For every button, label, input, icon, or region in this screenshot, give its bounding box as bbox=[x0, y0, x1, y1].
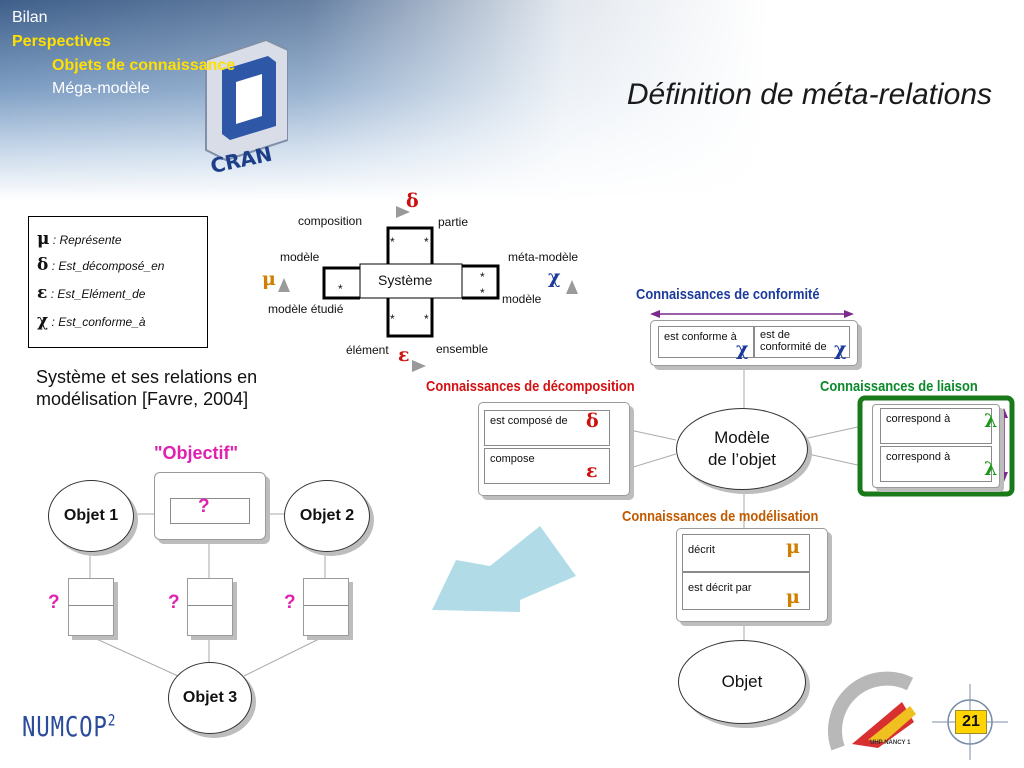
lambda-symbol-rel2: λ bbox=[984, 458, 998, 480]
mu-symbol: μ bbox=[37, 229, 50, 249]
uhp-seal-red bbox=[852, 702, 914, 748]
chi-symbol-rel2: χ bbox=[834, 338, 847, 360]
legend-delta-text: : Est_décomposé_en bbox=[51, 259, 165, 273]
chi-symbol-rel1: χ bbox=[736, 338, 749, 360]
decomposition-rel1-text: est composé de bbox=[490, 415, 568, 427]
star-left: * bbox=[338, 282, 343, 296]
epsilon-symbol-bottom: ε bbox=[398, 344, 410, 366]
legend-box: μ : Représente δ : Est_décomposé_en ε : … bbox=[28, 216, 208, 348]
decomposition-rel1[interactable]: est composé de bbox=[484, 410, 610, 446]
epsilon-symbol-rel2: ε bbox=[586, 460, 598, 482]
legend-mu: μ : Représente bbox=[37, 229, 122, 249]
liaison-rel1-text: correspond à bbox=[886, 413, 951, 425]
modelisation-rel1[interactable]: décrit bbox=[682, 534, 810, 572]
nav-item-bilan[interactable]: Bilan bbox=[12, 9, 48, 26]
modelisation-title: Connaissances de modélisation bbox=[622, 508, 819, 525]
delta-symbol-top: δ bbox=[406, 190, 419, 212]
nav-item-mega-modele[interactable]: Méga-modèle bbox=[52, 80, 150, 97]
legend-epsilon: ε : Est_Elément_de bbox=[37, 283, 145, 303]
systeme-label: Système bbox=[378, 272, 433, 288]
liaison-rel2[interactable]: correspond à bbox=[880, 446, 992, 482]
nav-item-perspectives[interactable]: Perspectives bbox=[12, 33, 111, 50]
question-2: ? bbox=[168, 592, 180, 613]
objet3-ellipse[interactable]: Objet 3 bbox=[168, 662, 252, 734]
objet-ellipse[interactable]: Objet bbox=[678, 640, 806, 724]
label-element: élément bbox=[346, 343, 389, 357]
liaison-title: Connaissances de liaison bbox=[820, 378, 978, 395]
epsilon-symbol: ε bbox=[37, 283, 48, 303]
relation-box-1 bbox=[68, 578, 114, 636]
star-right-bottom: * bbox=[480, 286, 485, 300]
decomposition-title: Connaissances de décomposition bbox=[426, 378, 635, 395]
numcop-logo-sup: 2 bbox=[107, 710, 117, 730]
uhp-seal-yellow bbox=[868, 706, 916, 742]
label-meta-modele: méta-modèle bbox=[508, 250, 579, 264]
conformite-rel1-text: est conforme à bbox=[664, 331, 737, 343]
modelisation-rel1-text: décrit bbox=[688, 544, 715, 556]
objet1-label: Objet 1 bbox=[63, 507, 119, 524]
label-composition: composition bbox=[298, 214, 363, 228]
numcop-logo-text: NUMCOP bbox=[22, 710, 108, 743]
star-top-left: * bbox=[390, 235, 395, 249]
objectif-cell bbox=[170, 498, 250, 524]
delta-symbol: δ bbox=[37, 255, 49, 275]
delta-symbol-rel1: δ bbox=[586, 410, 599, 432]
page-number: 21 bbox=[955, 710, 987, 734]
label-ensemble: ensemble bbox=[436, 342, 489, 356]
mu-symbol-left: μ bbox=[262, 268, 276, 290]
question-1: ? bbox=[48, 592, 60, 613]
star-bottom-left: * bbox=[390, 312, 395, 326]
legend-delta: δ : Est_décomposé_en bbox=[37, 255, 164, 275]
conformite-rel2-text: est de conformité de bbox=[760, 329, 827, 353]
uhp-seal-text: UHP NANCY 1 bbox=[870, 740, 911, 746]
mu-symbol-rel2: μ bbox=[786, 586, 800, 608]
nav-item-objets-connaissance[interactable]: Objets de connaissance bbox=[52, 57, 236, 74]
objet-label: Objet bbox=[721, 672, 763, 691]
question-3: ? bbox=[284, 592, 296, 613]
modele-objet-line2: de l’objet bbox=[707, 450, 777, 469]
lambda-symbol-rel1: λ bbox=[984, 410, 998, 432]
star-right-top: * bbox=[480, 270, 485, 284]
chi-symbol-right: χ bbox=[548, 266, 561, 288]
conformite-rel2[interactable]: est de conformité de bbox=[754, 326, 850, 358]
slide-title: Définition de méta-relations bbox=[626, 78, 992, 111]
relation-box-2 bbox=[187, 578, 233, 636]
modele-objet-line1: Modèle bbox=[714, 428, 770, 447]
objectif-question: ? bbox=[198, 496, 210, 517]
label-modele-right: modèle bbox=[502, 292, 542, 306]
objet2-label: Objet 2 bbox=[299, 507, 355, 524]
relation-box-3 bbox=[303, 578, 349, 636]
liaison-rel2-text: correspond à bbox=[886, 451, 951, 463]
liaison-rel1[interactable]: correspond à bbox=[880, 408, 992, 444]
modelisation-rel2-text: est décrit par bbox=[688, 582, 752, 594]
caption-text: Système et ses relations en modélisation… bbox=[36, 367, 258, 409]
legend-epsilon-text: : Est_Elément_de bbox=[50, 287, 146, 301]
legend-chi: χ : Est_conforme_à bbox=[37, 311, 146, 331]
modele-objet-label: Modèle de l’objet bbox=[708, 427, 776, 471]
decomposition-rel2-text: compose bbox=[490, 453, 535, 465]
mu-symbol-rel1: μ bbox=[786, 536, 800, 558]
objectif-label: "Objectif" bbox=[154, 443, 239, 463]
header-banner-fade bbox=[0, 0, 1024, 200]
objet3-label: Objet 3 bbox=[182, 689, 238, 706]
numcop-logo: NUMCOP2 bbox=[22, 710, 116, 743]
star-top-right: * bbox=[424, 235, 429, 249]
conformite-title: Connaissances de conformité bbox=[636, 286, 820, 303]
cran-logo: CRAN bbox=[205, 40, 288, 172]
decomposition-rel2[interactable]: compose bbox=[484, 448, 610, 484]
modele-objet-ellipse[interactable]: Modèle de l’objet bbox=[676, 408, 808, 490]
legend-chi-text: : Est_conforme_à bbox=[51, 315, 146, 329]
star-bottom-right: * bbox=[424, 312, 429, 326]
legend-mu-text: : Représente bbox=[52, 233, 122, 247]
conformite-rel1[interactable]: est conforme à bbox=[658, 326, 754, 358]
label-partie: partie bbox=[438, 215, 469, 229]
label-modele-etudie: modèle étudié bbox=[268, 302, 344, 316]
label-modele-left: modèle bbox=[280, 250, 320, 264]
uhp-seal-arc bbox=[828, 671, 914, 751]
chi-symbol: χ bbox=[37, 311, 49, 331]
objet2-ellipse[interactable]: Objet 2 bbox=[284, 480, 370, 552]
modelisation-rel2[interactable]: est décrit par bbox=[682, 572, 810, 610]
objet1-ellipse[interactable]: Objet 1 bbox=[48, 480, 134, 552]
